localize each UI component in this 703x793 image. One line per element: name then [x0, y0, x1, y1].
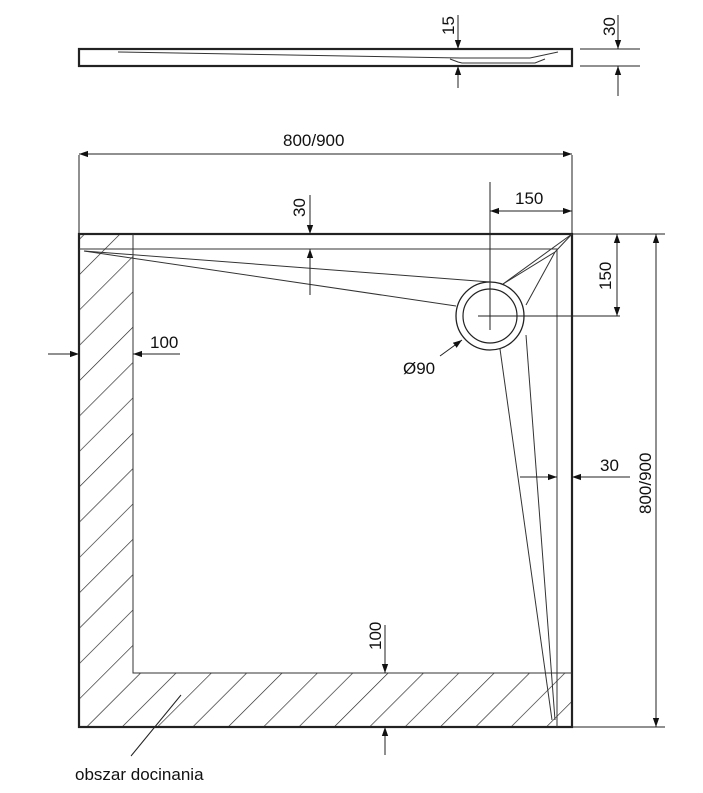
profile-depth-label: 15: [439, 16, 458, 35]
rim-top-label: 30: [290, 198, 309, 217]
drain-offset-y-label: 150: [596, 262, 615, 290]
rim-line: [79, 248, 558, 727]
cut-area-caption: obszar docinania: [75, 765, 204, 784]
plan-height-label: 800/900: [636, 453, 655, 514]
cut-bottom-label: 100: [366, 622, 385, 650]
plan-width-label: 800/900: [283, 131, 344, 150]
profile-outline: [77, 47, 574, 68]
cut-line: [132, 234, 572, 674]
caption-leader: [130, 694, 182, 757]
rim-right-label: 30: [600, 456, 619, 475]
cut-left-label: 100: [150, 333, 178, 352]
drain-diameter-label: Ø90: [403, 359, 435, 378]
plan-view: 800/900 30 150 150 Ø90 100 30 800/900 10…: [48, 131, 665, 784]
profile-height-label: 30: [600, 17, 619, 36]
drain-offset-x-label: 150: [515, 189, 543, 208]
side-profile: 15 30: [77, 15, 640, 96]
profile-slope: [117, 51, 559, 59]
tray-outline: [77, 232, 574, 729]
